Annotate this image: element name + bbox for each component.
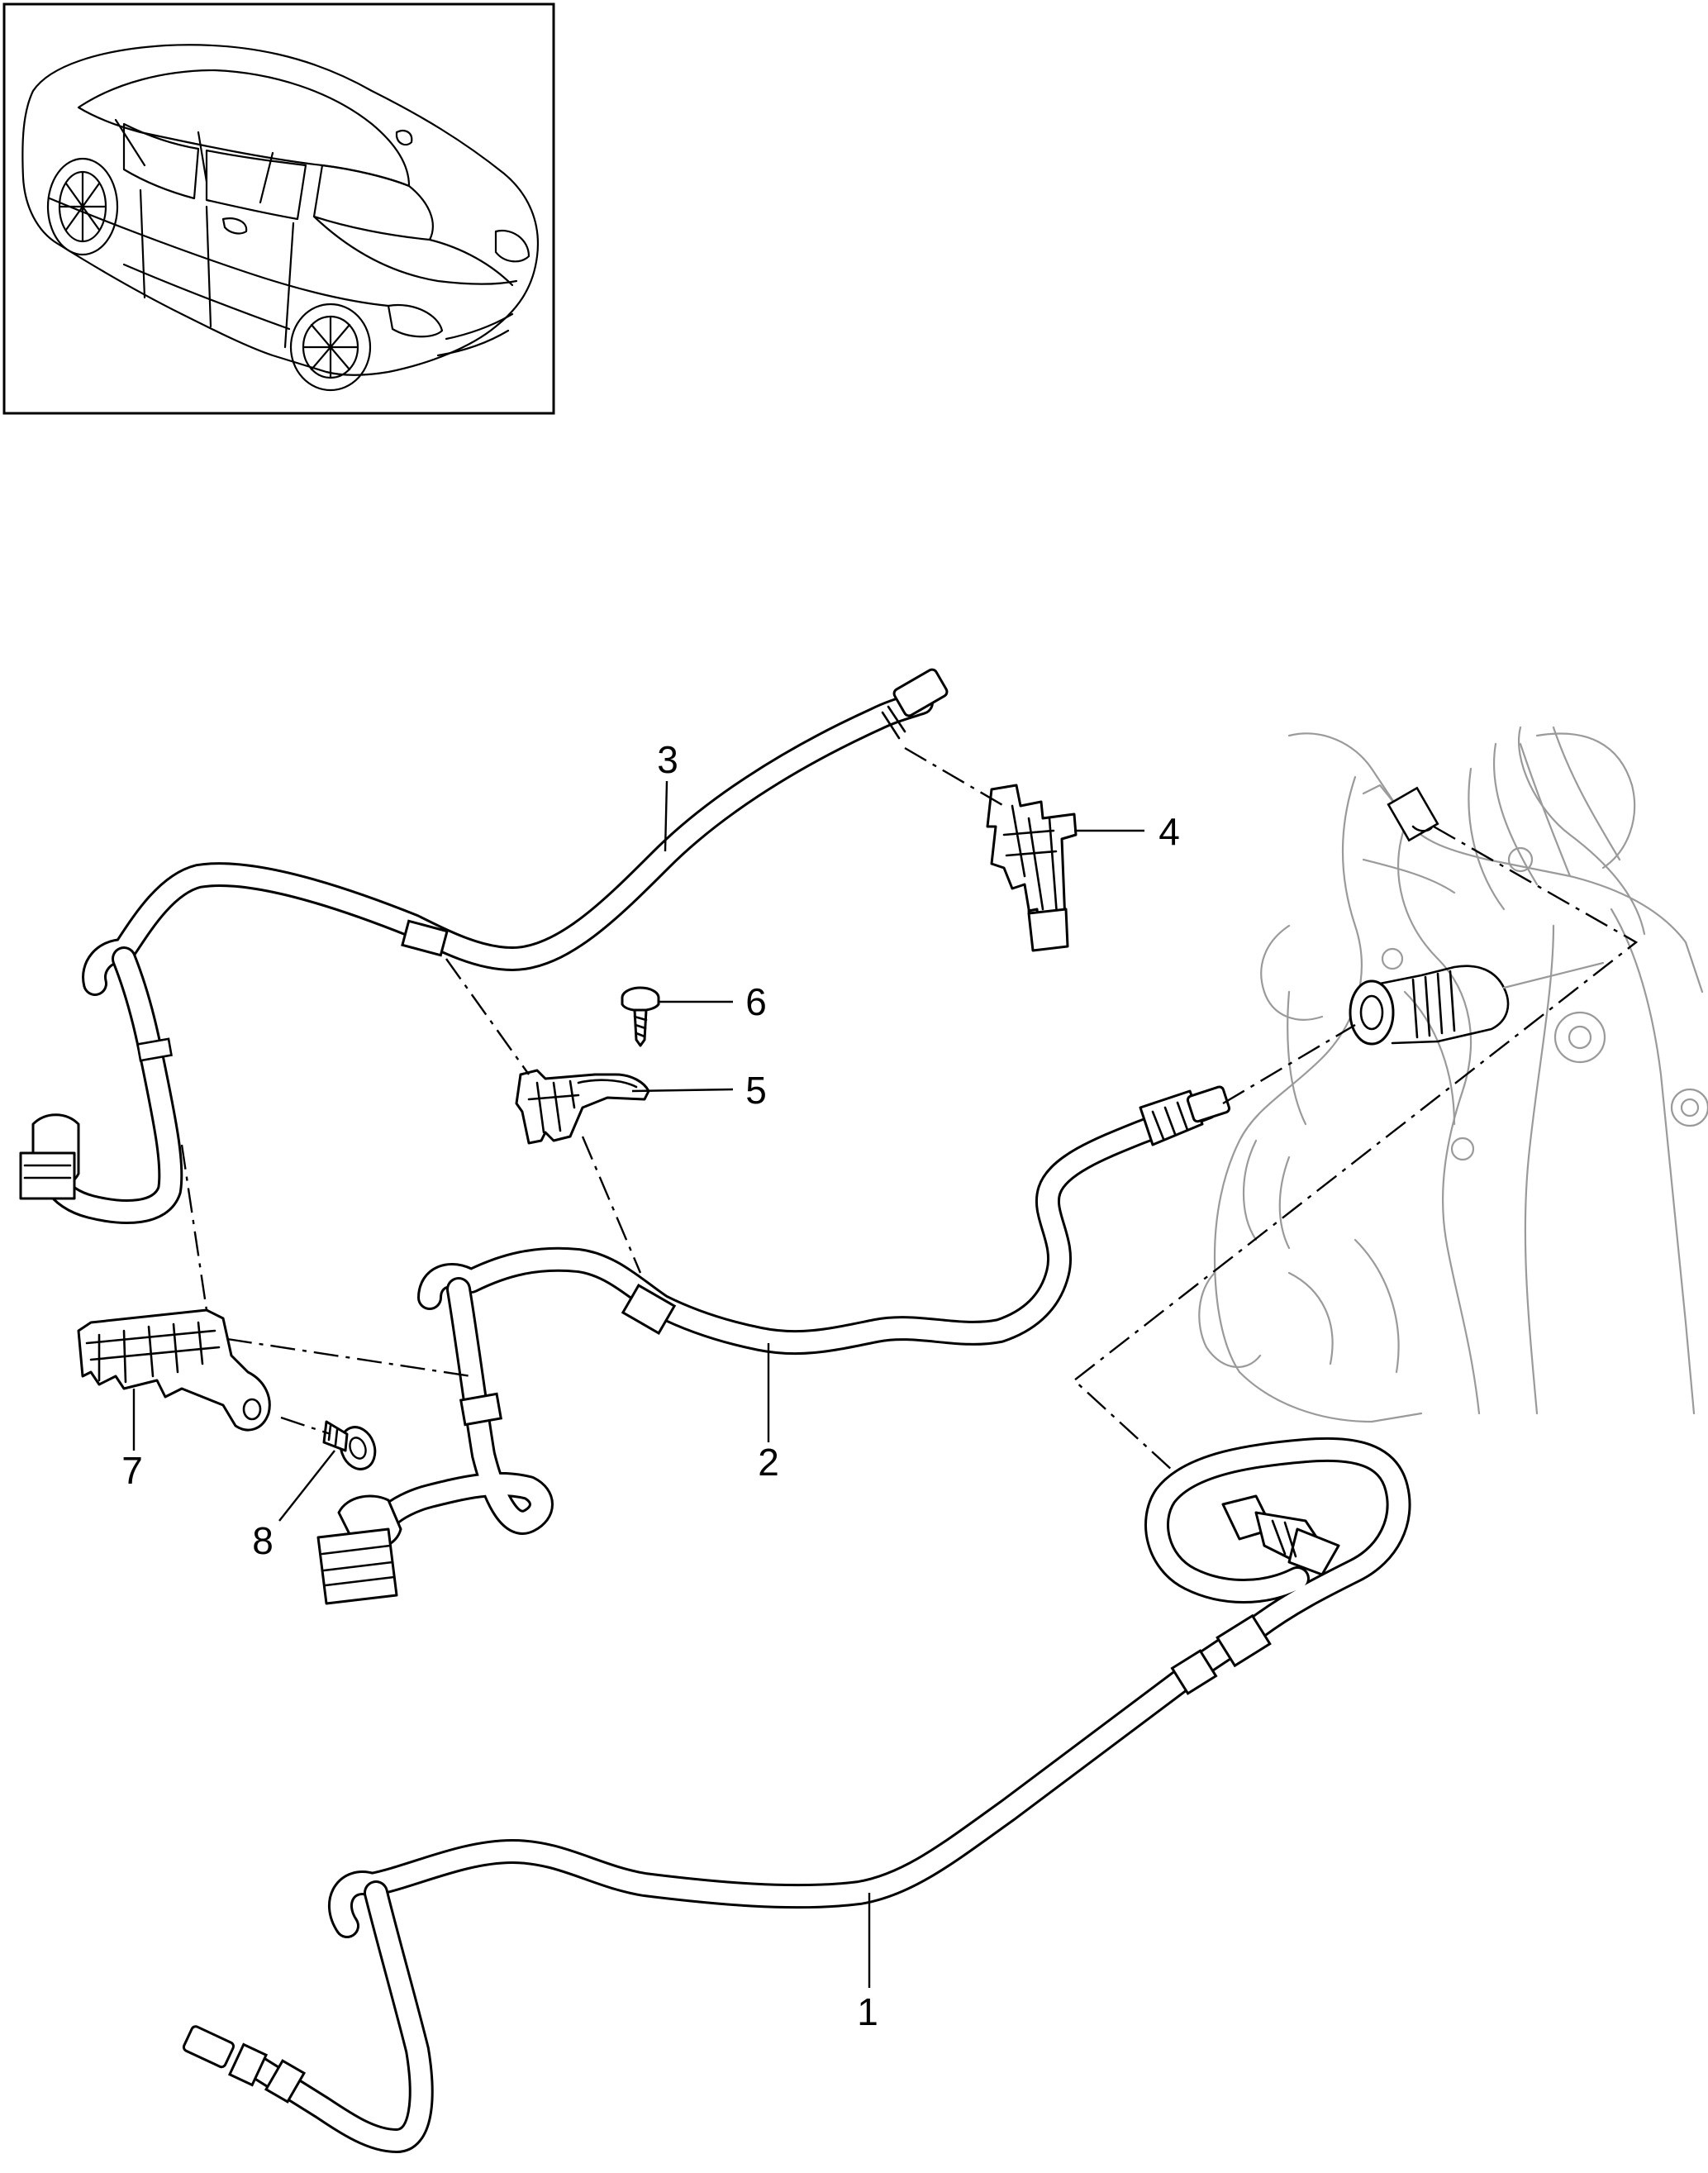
bracket-4: [986, 784, 1078, 952]
callout-5[interactable]: 5: [745, 1069, 767, 1112]
transmission-ghost: [1198, 726, 1708, 1423]
callout-1[interactable]: 1: [857, 1990, 878, 2033]
callout-labels: 1 2 3 4 5 6 7 8: [121, 738, 1180, 2033]
leader-lines: [132, 780, 1144, 1988]
sedan-car-icon: [21, 44, 539, 392]
callout-6[interactable]: 6: [745, 980, 767, 1023]
callout-3[interactable]: 3: [657, 738, 678, 781]
callout-4[interactable]: 4: [1158, 810, 1180, 853]
hose-2: [316, 1085, 1231, 1605]
callout-8[interactable]: 8: [252, 1519, 274, 1562]
hose-3: [19, 668, 949, 1224]
vehicle-thumbnail: [2, 2, 555, 415]
callout-7[interactable]: 7: [121, 1449, 143, 1492]
callout-2[interactable]: 2: [758, 1441, 779, 1484]
hose-1: [182, 1437, 1411, 2153]
clip-7: [77, 1308, 271, 1432]
assembly-lines: [180, 746, 1639, 1472]
screw-6: [621, 986, 660, 1047]
clip-5: [515, 1069, 650, 1145]
screw-8: [322, 1420, 377, 1470]
